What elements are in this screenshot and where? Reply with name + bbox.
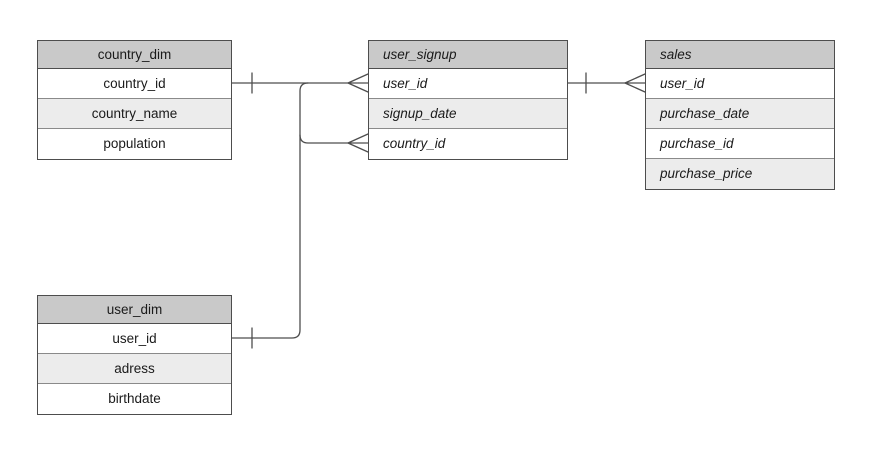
table-user-signup[interactable]: user_signup user_id signup_date country_… (368, 40, 568, 160)
table-sales-header: sales (646, 41, 834, 69)
table-row: adress (38, 354, 231, 384)
table-user-dim[interactable]: user_dim user_id adress birthdate (37, 295, 232, 415)
table-country-dim[interactable]: country_dim country_id country_name popu… (37, 40, 232, 160)
table-row: purchase_price (646, 159, 834, 189)
table-user-dim-header: user_dim (38, 296, 231, 324)
table-row: purchase_date (646, 99, 834, 129)
table-row: user_id (646, 69, 834, 99)
table-country-dim-header: country_dim (38, 41, 231, 69)
relationship-user-dim-to-user-signup (231, 82, 369, 349)
relationship-user-signup-to-sales (567, 72, 646, 94)
table-user-signup-header: user_signup (369, 41, 567, 69)
table-row: signup_date (369, 99, 567, 129)
table-row: population (38, 129, 231, 159)
table-row: country_id (38, 69, 231, 99)
table-sales[interactable]: sales user_id purchase_date purchase_id … (645, 40, 835, 190)
table-row: user_id (38, 324, 231, 354)
relationship-country-dim-to-user-signup (231, 72, 369, 94)
table-row: purchase_id (646, 129, 834, 159)
table-row: user_id (369, 69, 567, 99)
table-row: country_id (369, 129, 567, 159)
table-row: country_name (38, 99, 231, 129)
table-row: birthdate (38, 384, 231, 414)
